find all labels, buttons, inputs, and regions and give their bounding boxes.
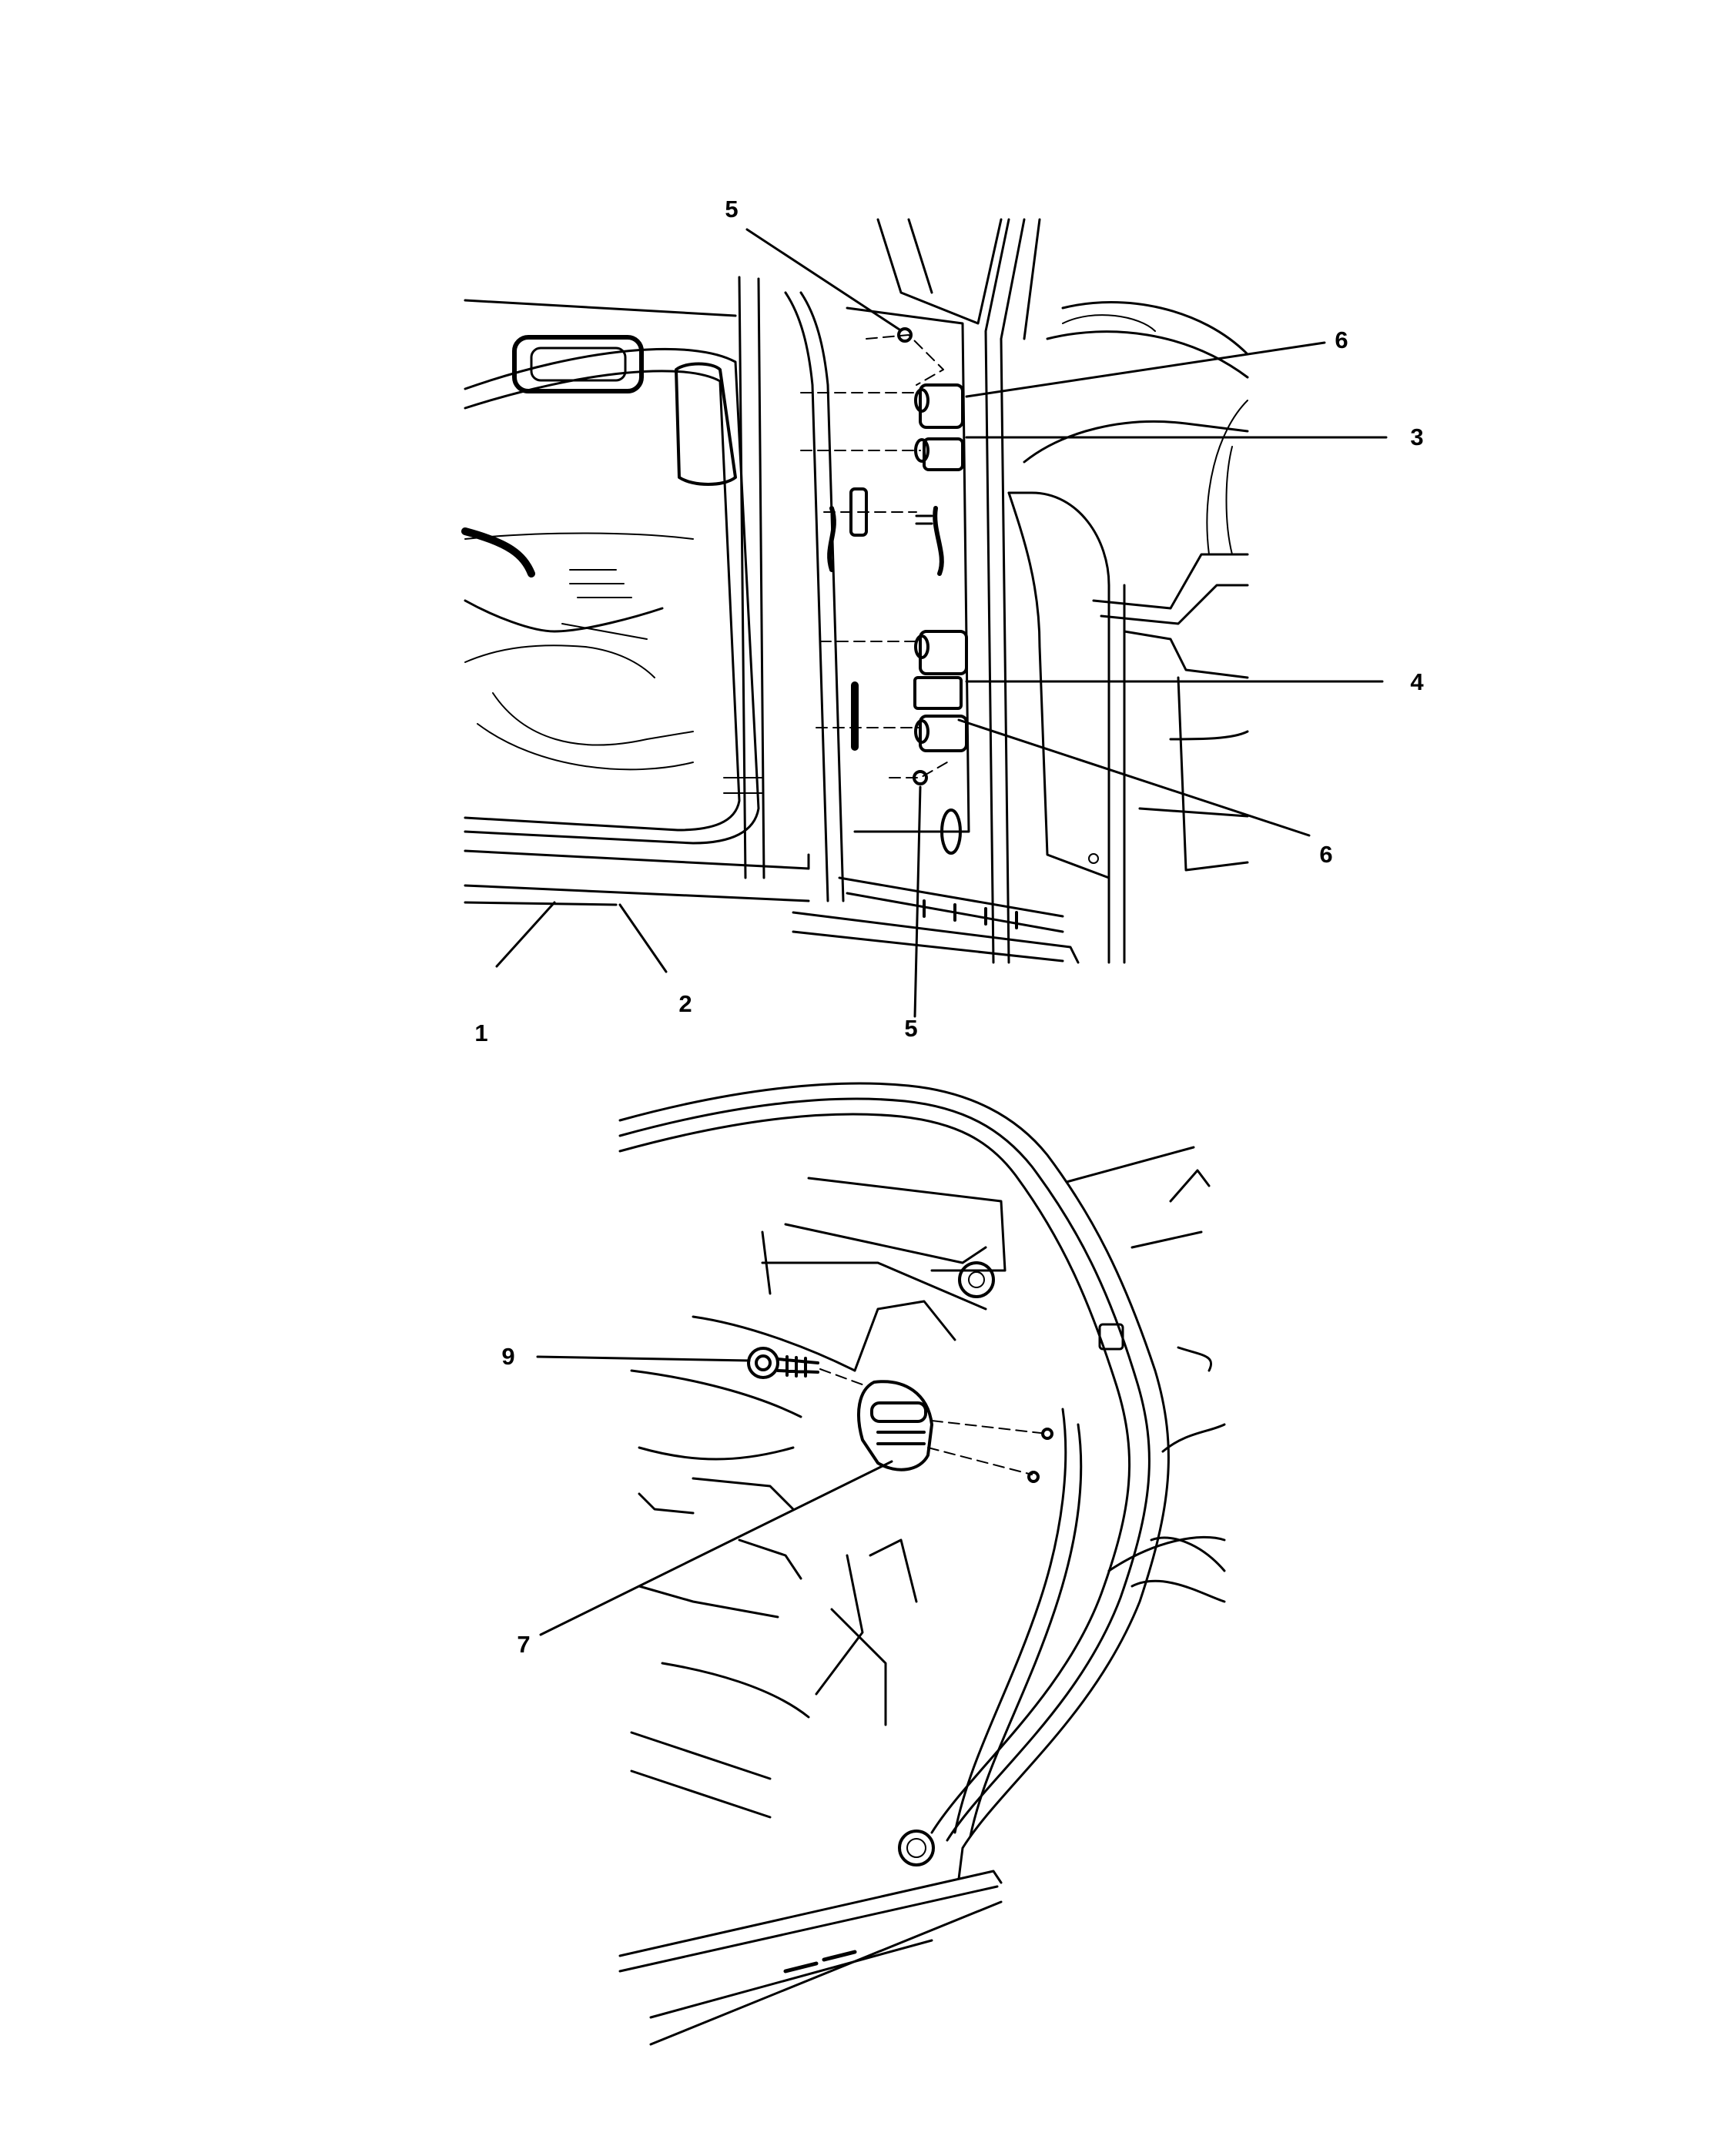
upper-hinge <box>914 383 964 471</box>
quarter-panel <box>1065 1146 1226 1603</box>
hinge-bolts <box>897 327 928 785</box>
striker <box>857 1380 933 1471</box>
callout-3: 3 <box>1410 424 1423 450</box>
callout-1: 1 <box>474 1019 487 1046</box>
check-strap <box>827 487 944 576</box>
callout-6-upper: 6 <box>1335 326 1348 353</box>
door-handle <box>512 335 644 393</box>
rear-door-striker-view <box>536 1082 1226 2046</box>
callout-5-upper: 5 <box>725 196 738 223</box>
lower-hinge <box>913 630 968 752</box>
callout-5-lower: 5 <box>904 1015 917 1042</box>
rear-door-opening <box>618 1082 1170 2046</box>
striker-alignment-lines <box>819 1368 1048 1475</box>
front-door-hinge-view <box>461 218 1388 1018</box>
striker-holes <box>1027 1428 1053 1483</box>
callout-labels: 5 6 3 4 6 5 1 2 9 7 <box>474 196 1424 1658</box>
hinge-alignment-lines <box>800 334 948 778</box>
rear-body-structure <box>1023 301 1249 872</box>
leader-lines-top <box>495 228 1388 1018</box>
callout-2: 2 <box>678 990 692 1017</box>
screw <box>747 1347 819 1379</box>
leader-lines-bottom <box>536 1355 893 1636</box>
callout-4: 4 <box>1410 668 1424 695</box>
door-opening-pillar <box>784 218 1126 964</box>
front-door-panel <box>461 276 810 906</box>
callout-9: 9 <box>501 1343 514 1370</box>
callout-7: 7 <box>517 1631 530 1658</box>
callout-6-lower: 6 <box>1319 841 1332 868</box>
